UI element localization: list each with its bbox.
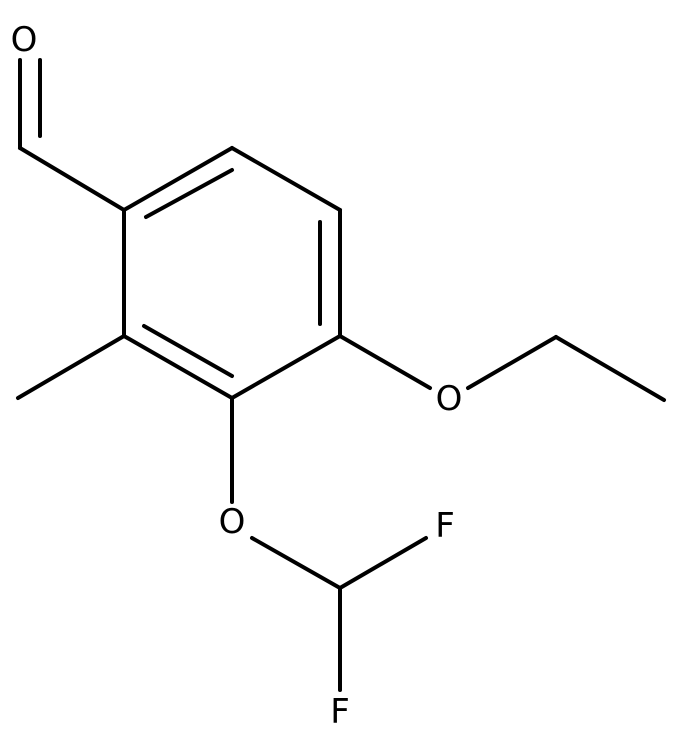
bond-ring-c5-c6 (122, 334, 234, 400)
bond-aldehyde-c-ring (18, 146, 126, 212)
atom-label-ethoxy-oxygen: O (436, 379, 463, 419)
bond-difluoromethoxy-o-c (250, 536, 342, 590)
bond-ring-c4-c5 (230, 334, 342, 400)
bond-ring-c1-c2 (122, 146, 234, 212)
bond-ethoxy-ch2-ch3 (554, 335, 666, 402)
bond-ring-c5-c6-inner (142, 324, 234, 378)
bond-ethoxy-ring-o (338, 334, 432, 390)
bond-ring-c1-c2-inner (144, 168, 234, 219)
bond-ethoxy-o-ch2 (466, 335, 558, 390)
atom-label-fluorine-upper: F (435, 506, 455, 546)
bond-ring-c2-c3 (230, 146, 342, 212)
bond-methyl (16, 334, 126, 400)
atom-label-difluoromethoxy-oxygen: O (219, 502, 246, 542)
bond-difluoromethoxy-c-f-upper (338, 536, 428, 590)
atom-label-fluorine-lower: F (330, 692, 350, 732)
atom-label-aldehyde-oxygen: O (11, 20, 38, 60)
